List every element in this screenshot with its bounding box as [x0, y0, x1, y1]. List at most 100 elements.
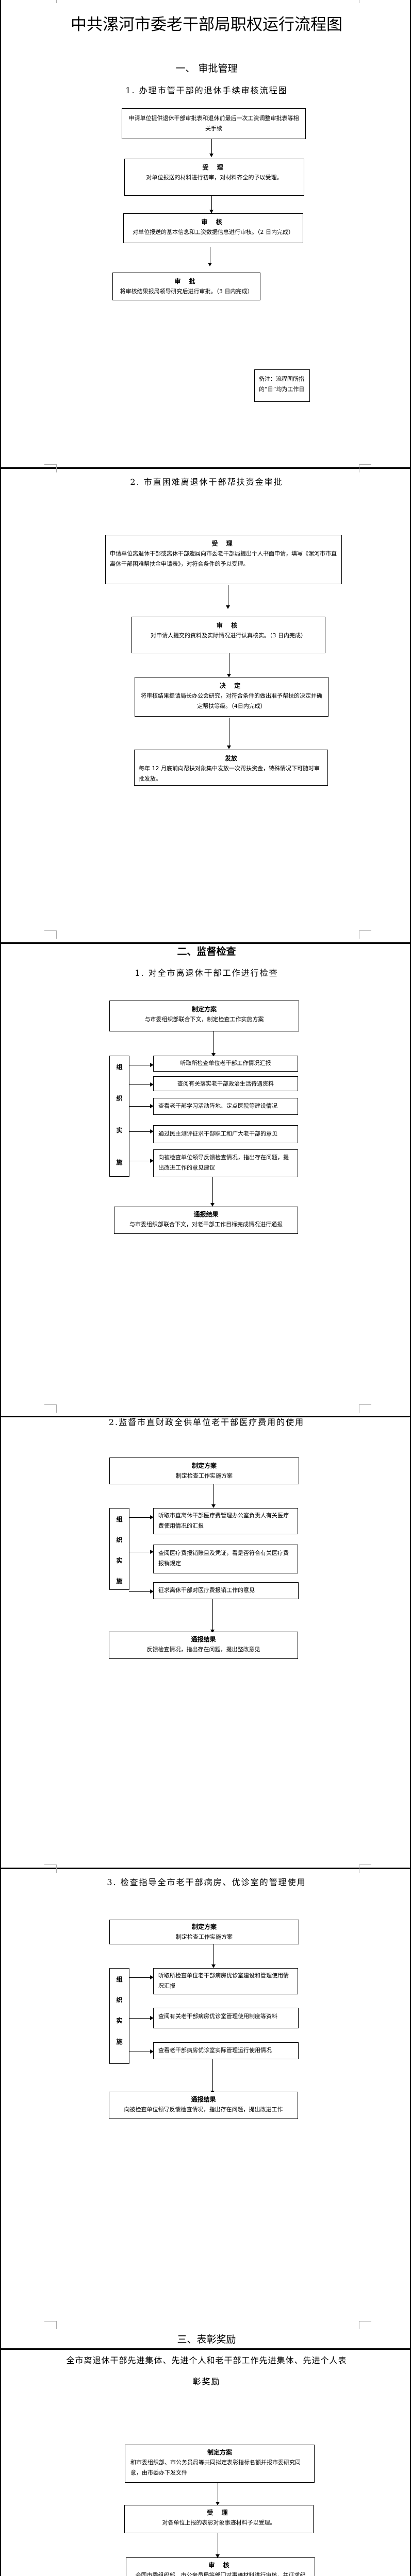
arrow-down-icon [208, 263, 212, 266]
connector-line [212, 1599, 213, 1631]
flow-heading: 1. 对全市离退休干部工作进行检查 [135, 968, 278, 978]
inspection-item: 向被检查单位领导反馈检查情况，指出存在问题，提出改进工作的意见建议 [153, 1149, 298, 1177]
step-title: 制定方案 [191, 1006, 217, 1013]
inspection-item: 听取所检查单位老干部病房优诊室建设和管理使用情况汇报 [153, 1968, 298, 1994]
flow-step: 申请单位提供退休干部审批表和退休前最后一次工资调整审批表等相关手续 [122, 108, 306, 139]
flow-step: 受 理 申请单位离退休干部或离休干部遗属向市委老干部局提出个人书面申请，填写《漯… [105, 535, 342, 584]
item-text: 听取所检查单位老干部病房优诊室建设和管理使用情况汇报 [158, 1972, 289, 1989]
page-break [1, 1416, 410, 1417]
item-text: 查看老干部学习活动阵地、定点医院等建设情况 [158, 1103, 277, 1109]
connector-line [129, 1591, 152, 1592]
step-text: 对申请人提交的资料及实际情况进行认真核实。（3 日内完成） [151, 632, 306, 639]
step-title: 决 定 [219, 682, 244, 689]
item-text: 向被检查单位领导反馈检查情况，指出存在问题，提出改进工作的意见建议 [158, 1154, 289, 1171]
side-label-box: 组 织 实 施 [109, 1056, 129, 1177]
margin-mark [359, 1404, 371, 1413]
plan-box: 制定方案 制定检查工作实施方案 [109, 1920, 299, 1944]
section-heading: 一、 审批管理 [175, 63, 238, 74]
arrow-down-icon [210, 1203, 215, 1207]
step-title: 制定方案 [191, 1462, 217, 1469]
step-title: 制定方案 [207, 2449, 232, 2456]
document-title: 中共漯河市委老干部局职权运行流程图 [71, 15, 342, 34]
flow-step: 审 核 对单位报送的基本信息和工资数据信息进行审核。（2 日内完成） [123, 213, 303, 243]
item-text: 查阅有关老干部病房优诊室管理使用制度等资料 [158, 2013, 277, 2020]
step-title: 制定方案 [191, 1923, 217, 1930]
side-label-box: 组 织 实 施 [109, 1968, 129, 2064]
connector-line [129, 1106, 152, 1107]
arrow-right-icon [150, 1104, 154, 1108]
page-break [1, 1868, 410, 1869]
arrow-down-icon [209, 154, 213, 157]
arrow-right-icon [150, 1129, 154, 1133]
item-text: 征求离休干部对医疗费报销工作的意见 [158, 1587, 255, 1594]
inspection-item: 查阅有关落实老干部政治生活待遇资料 [153, 1076, 298, 1091]
flow-step: 审 批 将审核结果报局领导研究后进行审批。（3 日内完成） [112, 273, 260, 300]
arrow-right-icon [150, 1063, 154, 1067]
connector-line [211, 196, 212, 213]
arrow-right-icon [150, 1515, 154, 1519]
arrow-down-icon [227, 674, 231, 677]
step-text: 制定检查工作实施方案 [176, 1472, 233, 1479]
step-text: 会同市委组织部、市公务员局等部门对事迹材料进行审核，并征求纪检、信访、计生、环保… [135, 2572, 306, 2576]
page-break [1, 942, 410, 944]
step-text: 申请单位离退休干部或离休干部遗属向市委老干部局提出个人书面申请，填写《漯河市市直… [110, 550, 337, 567]
margin-mark [44, 930, 57, 939]
result-box: 通报结果 与市委组织部联合下文，对老干部工作目标完成情况进行通报 [114, 1207, 298, 1234]
arrow-down-icon [226, 605, 230, 609]
arrow-down-icon [216, 2554, 220, 2558]
step-text: 将审核结果报局领导研究后进行审批。（3 日内完成） [120, 288, 253, 295]
inspection-item: 征求离休干部对医疗费报销工作的意见 [153, 1582, 299, 1599]
flow-step: 受 理 对单位报送的材料进行初审，对材料齐全的予以受理。 [124, 159, 304, 196]
step-title: 通报结果 [193, 1211, 219, 1218]
side-label-char: 实 [116, 1127, 123, 1134]
plan-box: 制定方案 制定检查工作实施方案 [109, 1458, 299, 1484]
connector-line [212, 1177, 213, 1204]
arrow-down-icon [211, 1053, 216, 1057]
margin-mark [359, 464, 371, 472]
arrow-down-icon [227, 745, 231, 749]
flow-heading: 3. 检查指导全市老干部病房、优诊室的管理使用 [107, 1877, 306, 1887]
inspection-item: 查阅医疗费报销账目及凭证，看是否符合有关医疗费报销规定 [153, 1545, 298, 1573]
side-label-box: 组 织 实 施 [109, 1508, 129, 1590]
step-title: 受 理 [202, 164, 226, 171]
side-label-char: 织 [116, 1095, 123, 1102]
page-break [1, 2348, 410, 2350]
item-text: 通过民主测评征求干部职工和广大老干部的意见 [158, 1130, 277, 1137]
result-box: 通报结果 向被检查单位领导反馈检查情况，指出存在问题，提出改进工作 [109, 2092, 298, 2119]
step-title: 发放 [224, 755, 237, 762]
step-text: 反馈检查情况，指出存在问题，提出整改意见 [146, 1646, 260, 1653]
arrow-down-icon [216, 2502, 220, 2505]
margin-mark [359, 1865, 371, 1873]
side-label-char: 组 [116, 1063, 123, 1071]
margin-mark [359, 930, 371, 939]
step-title: 审 核 [216, 622, 241, 629]
inspection-item: 查看老干部病房优诊室实际管理运行使用情况 [153, 2042, 299, 2059]
step-text: 对各单位上报的表彰对象事迹材料予以受理。 [162, 2519, 276, 2526]
connector-line [129, 1131, 152, 1132]
item-text: 查看老干部病房优诊室实际管理运行使用情况 [158, 2047, 272, 2054]
flow-step: 受 理 对各单位上报的表彰对象事迹材料予以受理。 [124, 2505, 314, 2533]
arrow-down-icon [211, 1504, 216, 1508]
step-title: 通报结果 [191, 2096, 216, 2103]
flow-step: 审 核 会同市委组织部、市公务员局等部门对事迹材料进行审核，并征求纪检、信访、计… [126, 2557, 315, 2576]
arrow-down-icon [209, 210, 213, 213]
side-label-char: 实 [116, 1557, 123, 1564]
connector-line [129, 1977, 152, 1978]
connector-line [212, 2059, 213, 2092]
connector-line [213, 1031, 214, 1054]
inspection-item: 通过民主测评征求干部职工和广大老干部的意见 [153, 1125, 298, 1143]
arrow-down-icon [211, 1964, 216, 1968]
side-label-char: 织 [116, 1996, 123, 2004]
margin-mark [44, 2321, 57, 2329]
flow-step: 审 核 对申请人提交的资料及实际情况进行认真核实。（3 日内完成） [131, 617, 325, 653]
plan-box: 制定方案 和市委组织部、市公务员局等共同拟定表彰指标名额并报市委研究同意，由市委… [125, 2445, 315, 2483]
inspection-item: 查看老干部学习活动阵地、定点医院等建设情况 [153, 1098, 298, 1115]
step-text: 和市委组织部、市公务员局等共同拟定表彰指标名额并报市委研究同意，由市委办下发文件 [130, 2459, 301, 2476]
plan-box: 制定方案 与市委组织部联合下文，制定检查工作实施方案 [109, 1001, 299, 1031]
side-label-char: 施 [116, 1578, 123, 1585]
arrow-right-icon [150, 1589, 154, 1594]
step-title: 受 理 [207, 2509, 231, 2516]
inspection-item: 听取所检查单位老干部工作情况汇报 [153, 1056, 298, 1072]
side-label-char: 施 [116, 1159, 123, 1166]
